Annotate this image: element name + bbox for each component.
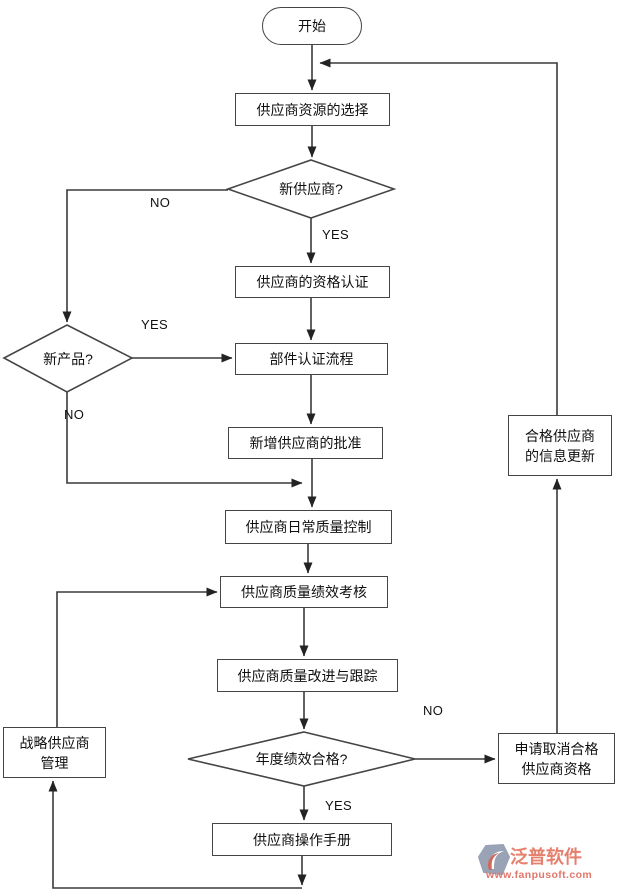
node-new-supplier-question: 新供应商?	[228, 160, 394, 218]
node-strategic-supplier-management: 战略供应商 管理	[3, 727, 106, 778]
node-component-certification-label: 部件认证流程	[269, 351, 354, 367]
edge-new-product-no	[66, 392, 303, 488]
node-info-update-line2: 的信息更新	[525, 447, 595, 464]
node-info-update-line1: 合格供应商	[525, 427, 595, 444]
node-new-product-question: 新产品?	[4, 325, 132, 392]
node-qualification: 供应商的资格认证	[235, 266, 390, 298]
edge-update-feedback-to-top	[319, 58, 558, 415]
node-daily-quality-control-label: 供应商日常质量控制	[245, 519, 372, 535]
diamond-annual-review	[187, 731, 416, 787]
node-annual-review-question: 年度绩效合格?	[188, 732, 415, 786]
node-new-supplier-question-label: 新供应商?	[279, 181, 343, 197]
node-new-supplier-approval-label: 新增供应商的批准	[249, 435, 362, 451]
node-strategic-line2: 管理	[40, 754, 69, 771]
fanpu-url-text: www.fanpusoft.com	[486, 869, 593, 881]
edges	[48, 45, 562, 889]
node-cancel-line2: 供应商资格	[521, 760, 592, 777]
label-new-product-no: NO	[64, 407, 85, 422]
node-quality-improvement-label: 供应商质量改进与跟踪	[237, 667, 378, 684]
node-new-product-question-label: 新产品?	[43, 350, 93, 367]
node-start-label: 开始	[298, 18, 326, 34]
node-performance-review-label: 供应商质量绩效考核	[241, 584, 367, 600]
edge-strategic-to-performance	[56, 587, 218, 727]
edge-new-supplier-no	[62, 189, 228, 323]
diamond-new-product	[2, 324, 134, 393]
label-new-supplier-yes: YES	[322, 227, 349, 242]
node-qualification-label: 供应商的资格认证	[256, 274, 369, 290]
node-start: 开始	[262, 7, 362, 45]
label-new-product-yes: YES	[141, 317, 168, 332]
node-operation-manual: 供应商操作手册	[212, 823, 392, 856]
node-daily-quality-control: 供应商日常质量控制	[225, 510, 392, 544]
decision-diamonds	[2, 159, 416, 787]
fanpu-watermark: 泛普软件 www.fanpusoft.com	[478, 842, 618, 894]
node-annual-review-question-label: 年度绩效合格?	[255, 751, 348, 767]
node-performance-review: 供应商质量绩效考核	[220, 576, 388, 608]
node-resource-selection-label: 供应商资源的选择	[256, 101, 369, 118]
edge-bottom-to-strategic	[48, 780, 302, 889]
node-info-update: 合格供应商 的信息更新	[508, 415, 612, 476]
label-new-supplier-no: NO	[150, 195, 171, 210]
label-annual-no: NO	[423, 703, 444, 718]
node-cancel-line1: 申请取消合格	[514, 740, 599, 757]
node-strategic-line1: 战略供应商	[19, 734, 90, 751]
node-operation-manual-label: 供应商操作手册	[253, 831, 351, 848]
fanpu-logo-icon	[478, 844, 510, 875]
node-resource-selection: 供应商资源的选择	[235, 93, 390, 126]
node-quality-improvement: 供应商质量改进与跟踪	[217, 659, 398, 692]
node-component-certification: 部件认证流程	[235, 343, 388, 375]
node-new-supplier-approval: 新增供应商的批准	[228, 427, 383, 459]
node-cancel-qualification: 申请取消合格 供应商资格	[498, 733, 615, 784]
diamond-new-supplier	[225, 159, 397, 219]
label-annual-yes: YES	[325, 798, 352, 813]
fanpu-brand-text: 泛普软件	[510, 847, 582, 867]
